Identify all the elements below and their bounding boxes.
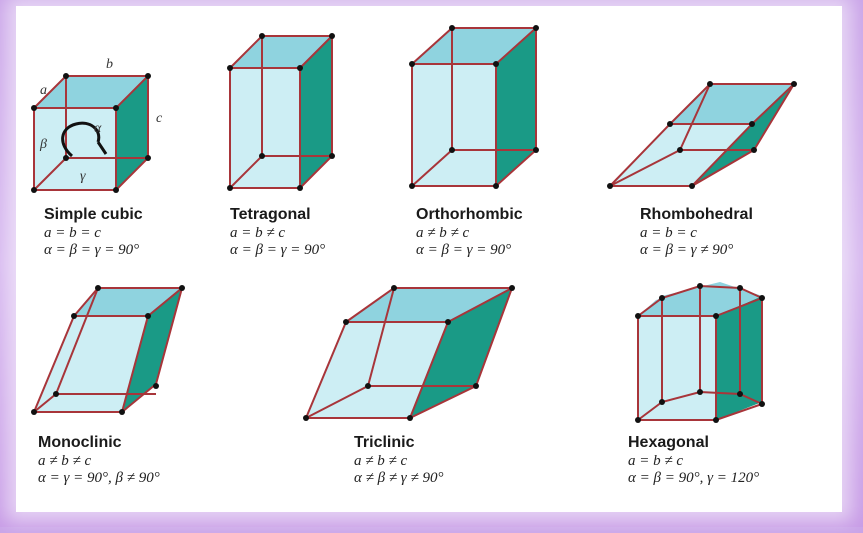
label-alpha: α xyxy=(94,121,102,136)
hexagonal-angles: α = β = 90°, γ = 120° xyxy=(628,470,760,486)
triclinic-drawing xyxy=(303,285,515,421)
triclinic-angles: α ≠ β ≠ γ ≠ 90° xyxy=(354,470,444,486)
label-c: c xyxy=(156,111,163,126)
label-beta: β xyxy=(39,137,47,152)
label-a: a xyxy=(40,83,47,98)
tetragonal-drawing xyxy=(227,33,335,191)
label-b: b xyxy=(106,57,113,72)
tetragonal-title: Tetragonal xyxy=(230,206,311,223)
hexagonal-drawing xyxy=(635,282,765,423)
monoclinic-drawing xyxy=(31,285,185,415)
orthorhombic-drawing xyxy=(409,25,539,189)
orthorhombic-lengths: a ≠ b ≠ c xyxy=(416,225,470,241)
rhombohedral-angles: α = β = γ ≠ 90° xyxy=(640,242,734,258)
rhombohedral-drawing xyxy=(607,81,797,189)
orthorhombic-title: Orthorhombic xyxy=(416,206,523,223)
orthorhombic-angles: α = β = γ = 90° xyxy=(416,242,512,258)
triclinic-lengths: a ≠ b ≠ c xyxy=(354,453,408,469)
monoclinic-lengths: a ≠ b ≠ c xyxy=(38,453,92,469)
lattice-diagram-panel: a b c α β γ Simple cubic a = b = c α = β… xyxy=(16,6,842,512)
simple-cubic-lengths: a = b = c xyxy=(44,225,101,241)
label-gamma: γ xyxy=(80,169,86,184)
simple-cubic-drawing: a b c α β γ xyxy=(31,57,163,193)
simple-cubic-angles: α = β = γ = 90° xyxy=(44,242,140,258)
monoclinic-title: Monoclinic xyxy=(38,434,122,451)
hexagonal-title: Hexagonal xyxy=(628,434,709,451)
rhombohedral-lengths: a = b = c xyxy=(640,225,697,241)
monoclinic-angles: α = γ = 90°, β ≠ 90° xyxy=(38,470,160,486)
simple-cubic-title: Simple cubic xyxy=(44,206,143,223)
triclinic-title: Triclinic xyxy=(354,434,415,451)
rhombohedral-title: Rhombohedral xyxy=(640,206,753,223)
hexagonal-lengths: a = b ≠ c xyxy=(628,453,684,469)
tetragonal-lengths: a = b ≠ c xyxy=(230,225,286,241)
tetragonal-angles: α = β = γ = 90° xyxy=(230,242,326,258)
